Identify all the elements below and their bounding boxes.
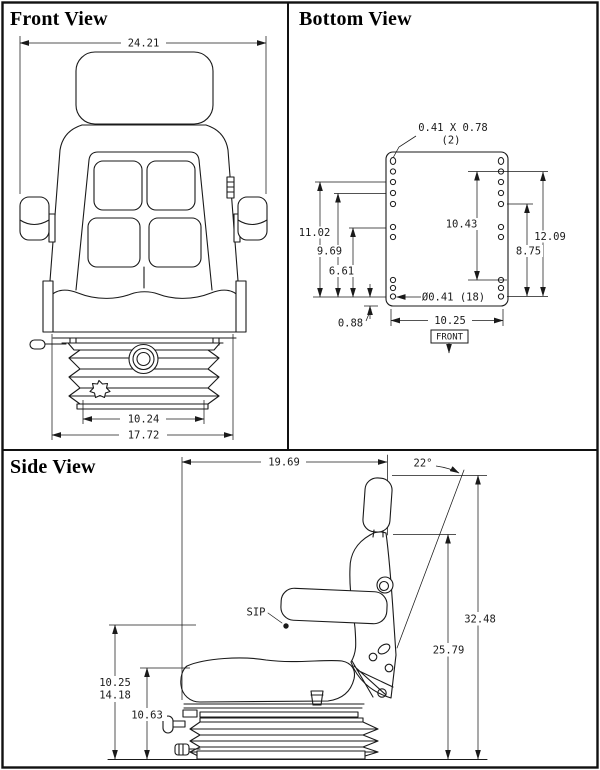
bottom-left-a-label: 11.02 [299,227,331,239]
slot-leader [393,135,417,158]
base-block-side [196,750,366,760]
bottom-left-b-label: 9.69 [317,246,342,258]
side-view-drawing [107,454,488,761]
slot-size-label: 0.41 X 0.78 [418,122,488,134]
sip-leader [267,612,283,624]
fan-bolt-1 [368,652,378,662]
slot-qty-label: (2) [442,135,461,147]
sip-label: SIP [247,607,266,619]
fan-bolt-2 [384,663,394,673]
star-knob [89,379,111,399]
angle-leader [435,465,460,474]
side-angle-label: 22° [414,458,433,470]
quilt-outline-left [75,151,99,291]
fan-detail-slot [377,643,391,655]
side-sip-low-label: 10.25 [99,677,131,689]
armrest-right [237,196,268,241]
backrest-left-edge [48,124,83,295]
quilt-panel-4 [148,217,202,268]
front-frame-width-label: 17.72 [128,430,160,442]
backrest-fan-outline [350,654,397,699]
side-depth-label: 19.69 [268,457,300,469]
armrest-left [19,196,50,241]
bottom-right-b-label: 8.75 [516,246,541,258]
side-view-dimensions [95,455,499,760]
backrest-fan-spokes [351,660,394,698]
bottom-center-span-label: 10.43 [446,219,478,231]
dim-088-leader [365,308,372,322]
slot-hole-left [389,157,397,165]
ext-frame-width [51,334,234,440]
plate-width-label: 10.25 [434,315,466,327]
front-base-width-label: 10.24 [128,414,160,426]
quilt-panel-1 [93,160,143,211]
lower-handle-detail [178,743,201,756]
suspension-knob-ring [132,347,155,371]
mounting-holes [389,157,505,300]
adjuster-rod-handle [29,339,46,350]
front-direction-box [430,329,469,344]
quilt-outline-right [97,151,213,291]
backrest-knob-ribs [226,181,235,193]
armrest-side [280,587,388,625]
armrest-left-seam [19,219,50,226]
side-view-title: Side View [10,456,96,478]
cushion-front [48,289,241,333]
ext-left-group [313,181,386,307]
armrest-right-seam [237,219,268,226]
side-height-total-label: 32.48 [464,614,496,626]
front-view-title: Front View [10,8,108,30]
bellows-side-folds [189,717,379,753]
bottom-left-c-label: 6.61 [329,266,354,278]
under-seat-clip [310,690,324,706]
quilt-panel-2 [146,160,196,211]
bottom-right-a-label: 12.09 [534,231,566,243]
bottom-view-dimensions [295,135,568,354]
rail-band [199,711,359,718]
handle-block [182,709,198,718]
cushion-side [180,657,356,703]
fan-bolt-3 [377,688,387,698]
backrest-right-edge [205,124,240,295]
recline-knob-inner [378,580,390,592]
ext-right-group [468,171,548,297]
slot-hole-right [497,157,505,165]
front-direction-label: FRONT [436,333,464,343]
bellows-side-zigzag [189,717,379,757]
bracket-left [42,280,54,333]
seat-pan-lines [183,703,365,709]
bottom-left-d-label: 0.88 [338,318,363,330]
backrest-top-side [369,531,387,536]
headrest-front [75,51,214,125]
front-view-drawing [19,51,268,410]
backrest-angle-line [396,469,465,649]
suspension-knob-inner [136,351,151,367]
quilt-panel-3 [87,217,141,268]
side-height-back-label: 25.79 [433,645,465,657]
armrest-mount-left [48,213,56,243]
bracket-right [235,280,247,333]
hole-callout-label: Ø0.41 (18) [422,292,485,304]
backrest-back-edge [385,532,397,656]
headrest-side [362,477,393,533]
base-plate-front [76,403,209,410]
sip-point [283,623,289,629]
side-sip-high-label: 14.18 [99,690,131,702]
lower-handle [174,743,190,756]
front-view-dimensions [19,36,267,441]
ext-overall-width [19,36,267,194]
seat-frame-lines [52,337,237,344]
side-cushion-height-label: 10.63 [131,710,163,722]
handle-stem [172,720,186,728]
front-overall-width-label: 24.21 [128,38,160,50]
bottom-view-title: Bottom View [299,8,412,30]
